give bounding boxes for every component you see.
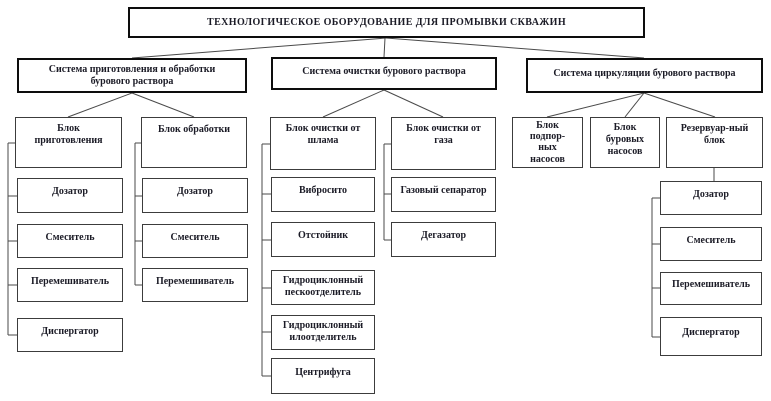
hydrocyclone-desander-node: Гидроциклонный пескоотделитель: [271, 270, 375, 305]
agitator-node: Перемешиватель: [17, 268, 123, 302]
centrifuge-node: Центрифуга: [271, 358, 375, 394]
mixer-node: Смеситель: [660, 227, 762, 261]
system-mud-circulation-node: Система циркуляции бурового раствора: [526, 58, 763, 93]
disperser-node: Диспергатор: [660, 317, 762, 356]
block-gas-cleaning-node: Блок очистки от газа: [391, 117, 496, 170]
fan-system-preparation: [67, 92, 195, 118]
bracket-block-gas-cleaning: [383, 143, 391, 241]
mixer-node: Смеситель: [142, 224, 248, 258]
block-preparation-node: Блок приготовления: [15, 117, 122, 168]
agitator-node: Перемешиватель: [660, 272, 762, 305]
fan-root: [131, 37, 645, 59]
gas-separator-node: Газовый сепаратор: [391, 177, 496, 212]
disperser-node: Диспергатор: [17, 318, 123, 352]
block-sludge-cleaning-node: Блок очистки от шлама: [270, 117, 376, 170]
agitator-node: Перемешиватель: [142, 268, 248, 302]
doser-node: Дозатор: [660, 181, 762, 215]
bracket-block-sludge-cleaning: [261, 143, 271, 377]
fan-system-circulation: [546, 92, 716, 118]
doser-node: Дозатор: [142, 178, 248, 213]
bracket-block-treatment: [134, 142, 142, 286]
block-booster-pumps-node: Блок подпор- ных насосов: [512, 117, 583, 168]
doser-node: Дозатор: [17, 178, 123, 213]
block-mud-pumps-node: Блок буровых насосов: [590, 117, 660, 168]
root-node: ТЕХНОЛОГИЧЕСКОЕ ОБОРУДОВАНИЕ ДЛЯ ПРОМЫВК…: [128, 7, 645, 38]
degasser-node: Дегазатор: [391, 222, 496, 257]
mixer-node: Смеситель: [17, 224, 123, 258]
bracket-block-reservoir: [651, 168, 715, 338]
block-reservoir-node: Резервуар-ный блок: [666, 117, 763, 168]
block-treatment-node: Блок обработки: [141, 117, 247, 168]
hydrocyclone-desilter-node: Гидроциклонный илоотделитель: [271, 315, 375, 350]
fan-system-cleaning: [322, 89, 444, 118]
system-preparation-and-treatment-node: Система приготовления и обработки бурово…: [17, 58, 247, 93]
shale-shaker-node: Вибросито: [271, 177, 375, 212]
bracket-block-preparation: [7, 142, 17, 336]
settler-node: Отстойник: [271, 222, 375, 257]
system-mud-cleaning-node: Система очистки бурового раствора: [271, 57, 497, 90]
